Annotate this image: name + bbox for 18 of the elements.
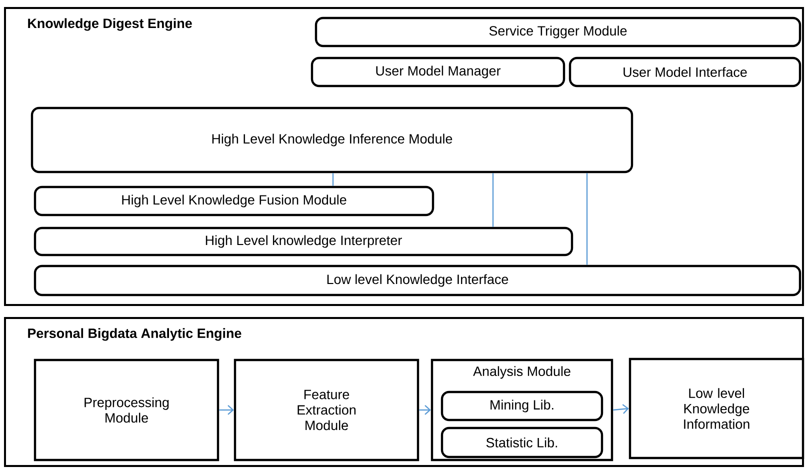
module-box: Preprocessing Module [34,358,220,462]
module-box: Mining Lib. [440,390,604,422]
connector-line [332,173,334,186]
arrow [419,405,431,415]
connector-line [492,173,494,227]
module-box: User Model Interface [568,56,802,88]
module-box: Service Trigger Module [314,16,802,48]
module-box: User Model Manager [310,56,566,88]
module-box: Low level Knowledge Information [628,358,804,460]
module-box: Low level Knowledge Interface [34,264,802,296]
module-box: Statistic Lib. [440,426,604,458]
module-box: High Level knowledge Interpreter [34,226,574,256]
module-box: High Level Knowledge Fusion Module [34,186,434,216]
module-box: High Level Knowledge Inference Module [30,106,634,174]
arrow [613,404,629,414]
arrow [219,405,234,415]
connector-line [586,173,588,265]
module-box: Feature Extraction Module [234,358,420,462]
